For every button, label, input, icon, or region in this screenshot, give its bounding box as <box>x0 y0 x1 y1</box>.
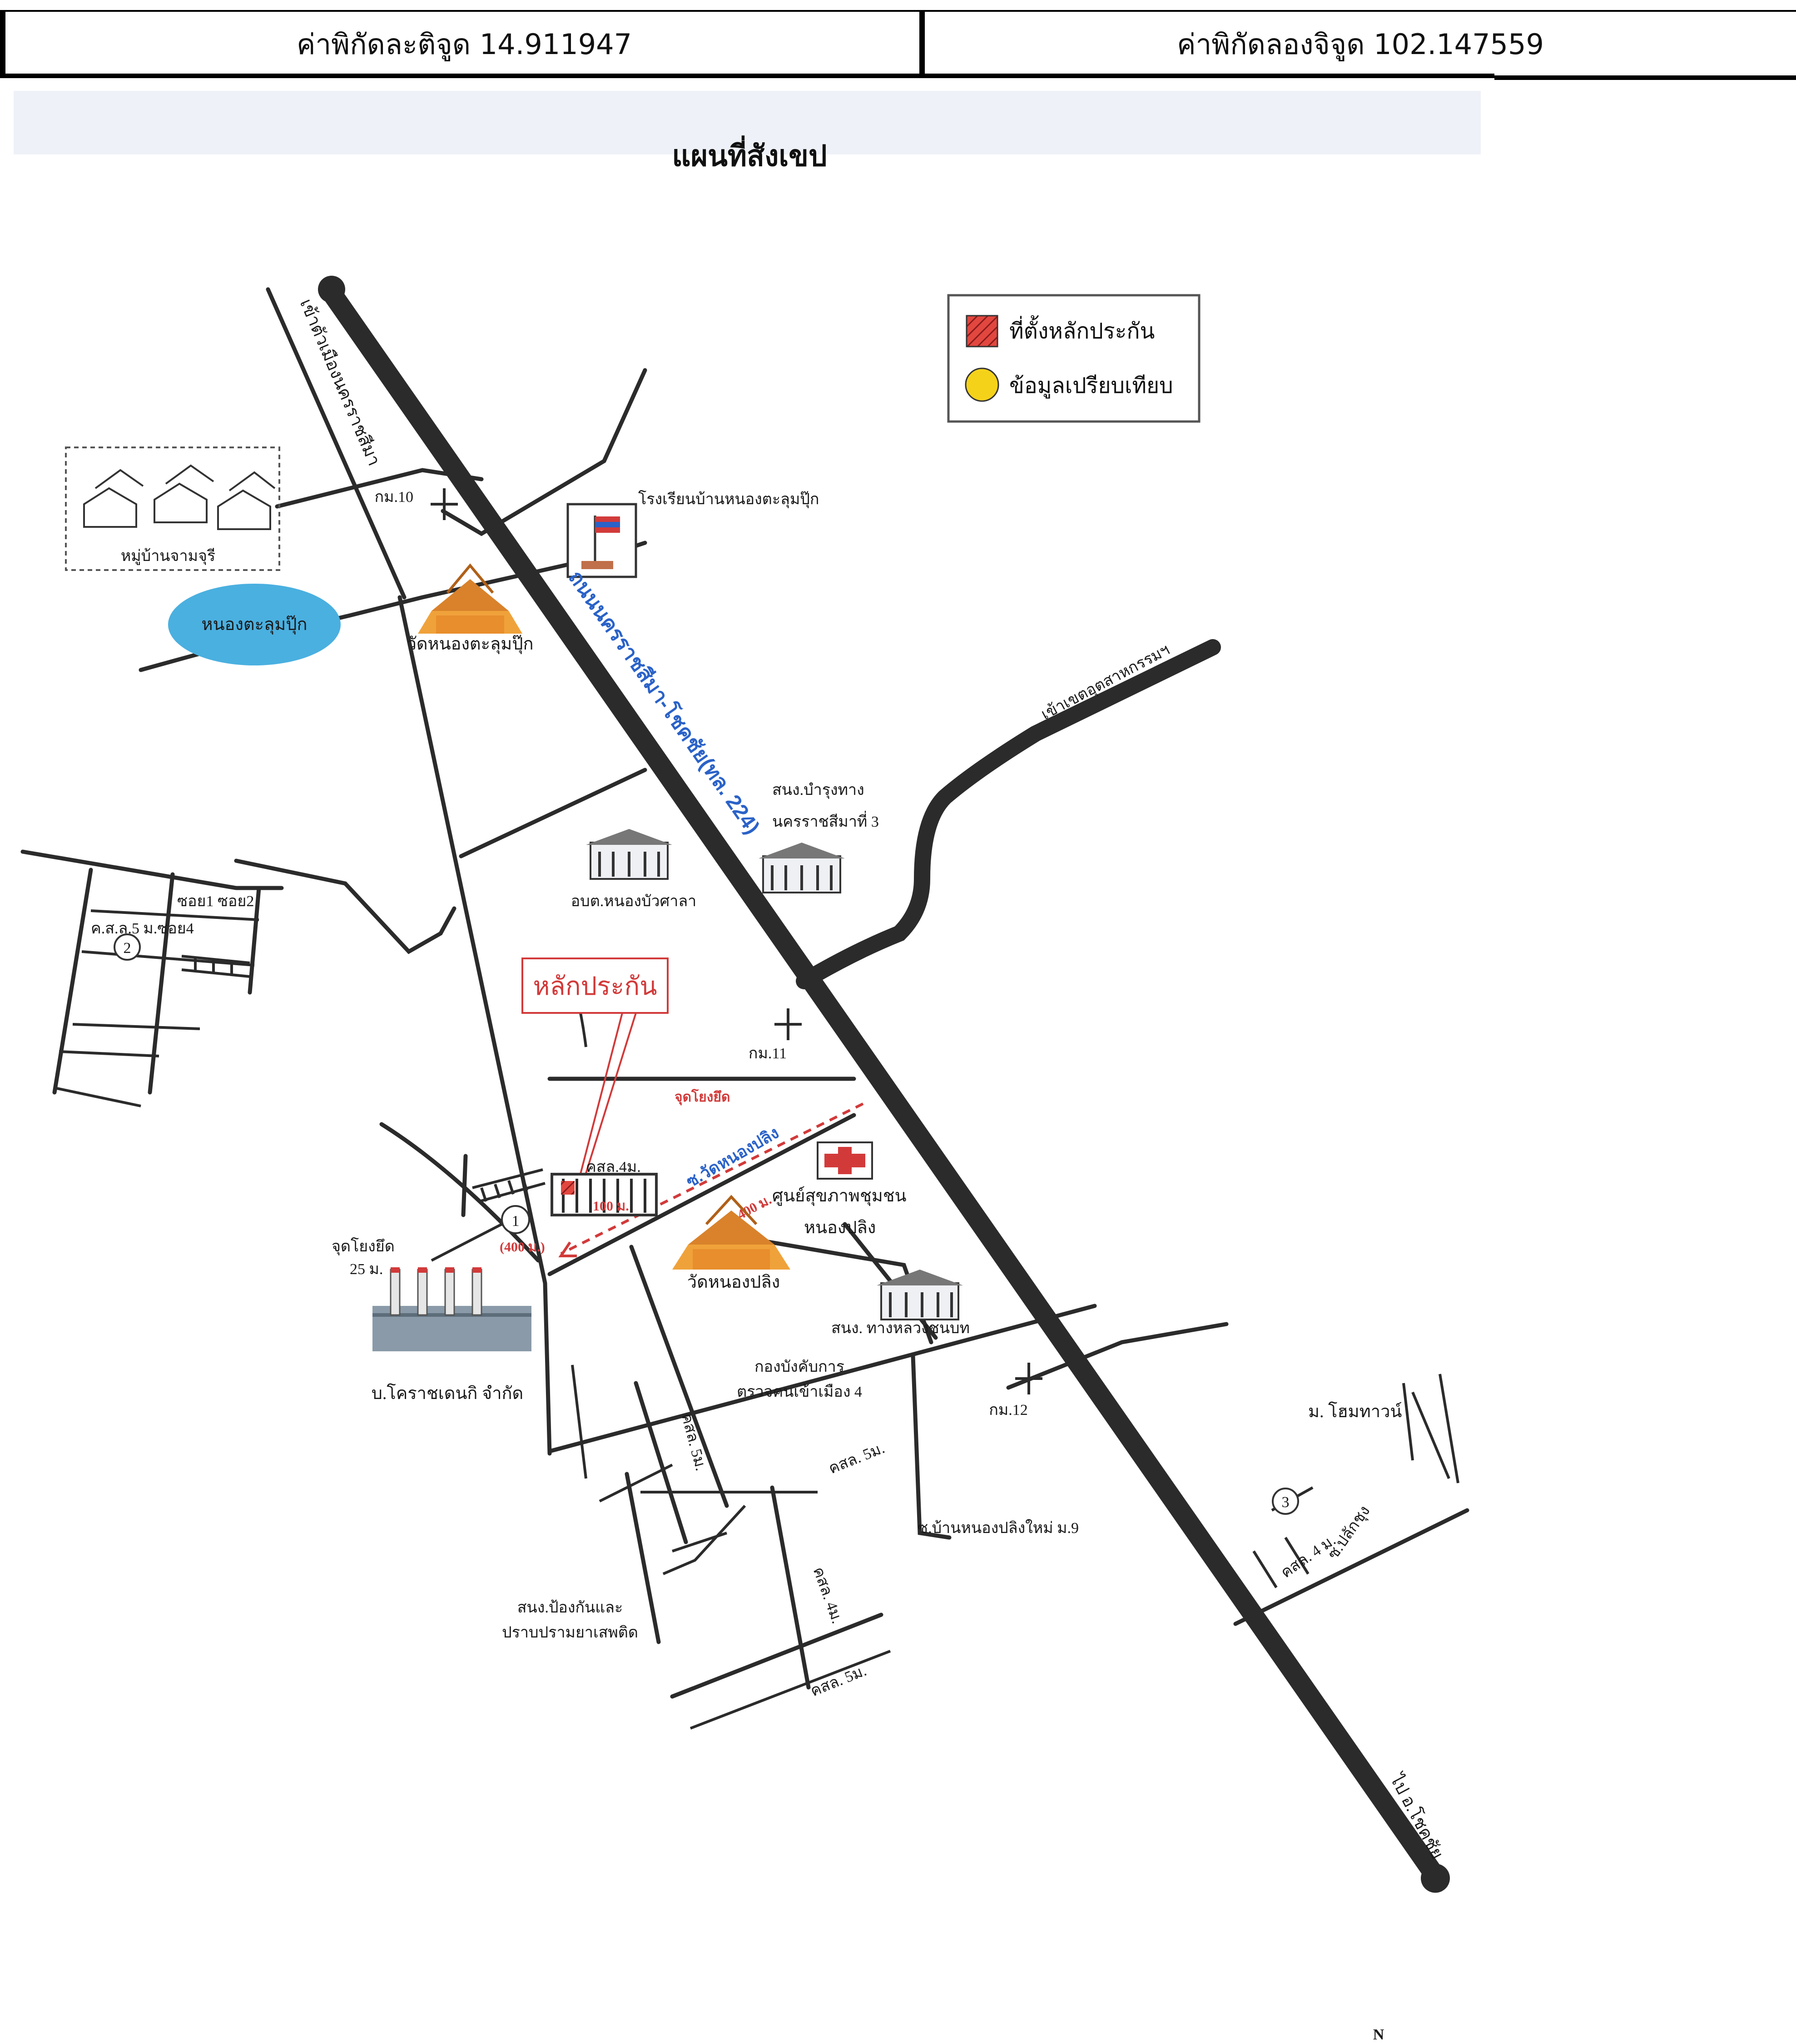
marker-2-label: 2 <box>124 940 131 957</box>
km11-label: กม.11 <box>749 1045 787 1062</box>
health-center-icon <box>817 1141 873 1180</box>
sketch-map: แผนที่สังเขป ที่ตั้งหลักประกัน ข้อมูลเปร… <box>14 91 1481 2043</box>
drug-office-label-1: สนง.ป้องกันและ <box>517 1599 623 1616</box>
house-icon <box>217 471 276 530</box>
km10-label: กม.10 <box>375 489 414 506</box>
school-icon <box>566 503 637 578</box>
temple-icon <box>672 1195 790 1270</box>
pond-shape <box>168 584 341 665</box>
temple-icon <box>418 563 522 634</box>
highway-office-label-1: สนง.บำรุงทาง <box>772 782 864 799</box>
factory-distance-label: 25 ม. <box>350 1261 383 1278</box>
collateral-swatch-icon <box>966 315 998 347</box>
highway-end-top <box>318 276 345 303</box>
latitude-cell: ค่าพิกัดละติจูด 14.911947 <box>296 27 632 61</box>
north-label: N <box>1373 2026 1384 2043</box>
village-label: หมู่บ้านจามจุรี <box>121 548 215 565</box>
map-title: แผนที่สังเขป <box>672 135 827 173</box>
marker-3 <box>1272 1488 1299 1515</box>
main-highway <box>322 283 1445 1886</box>
soi-mu9-label: ซ.บ้านหนองปลิงใหม่ ม.9 <box>918 1519 1079 1537</box>
longitude-cell: ค่าพิกัดลองจิจูด 102.147559 <box>1177 27 1544 61</box>
header-bottom-rule <box>0 74 1494 78</box>
collateral-lot: คสล.4ม. 100 ม. <box>551 1159 658 1216</box>
factory-start-label: จุดโยงยึด <box>332 1237 395 1255</box>
header-bottom-rule-right <box>1494 75 1796 80</box>
village-block: หมู่บ้านจามจุรี <box>65 447 280 571</box>
local-roads <box>20 287 1469 1730</box>
school-label: โรงเรียนบ้านหนองตะลุมปุ๊ก <box>638 490 819 508</box>
health-center-label-1: ศูนย์สุขภาพชุมชน <box>772 1186 907 1206</box>
pond-label: หนองตะลุมปุ๊ก <box>202 615 308 635</box>
gov-office-label: สนง. ทางหลวงชนบท <box>831 1320 970 1337</box>
moo-right-label: ม. โฮมทาวน์ <box>1308 1401 1402 1421</box>
border-office-label-2: ตรวจคนเข้าเมือง 4 <box>737 1384 862 1400</box>
house-icon <box>154 464 214 523</box>
header-top-rule <box>0 10 1796 12</box>
km10-marker: กม.10 <box>375 488 458 520</box>
route-distance-label-2: (400 ม.) <box>500 1240 545 1255</box>
coordinate-header: ค่าพิกัดละติจูด 14.911947 ค่าพิกัดลองจิจ… <box>0 0 1796 80</box>
collateral-callout: หลักประกัน <box>521 958 669 1188</box>
fence-strip <box>181 955 250 978</box>
gov-office-icon <box>877 1270 963 1320</box>
start-point-label: จุดโยงยึด <box>675 1088 730 1106</box>
highway-end-bottom <box>1421 1864 1450 1893</box>
adjacent-lot <box>472 1168 546 1203</box>
km12-label: กม.12 <box>989 1402 1028 1419</box>
marker-1-label: 1 <box>512 1213 520 1230</box>
km11-marker: กม.11 <box>749 1008 802 1062</box>
lot-road-label: คสล.4ม. <box>586 1159 641 1176</box>
marker-3-label: 3 <box>1282 1494 1290 1511</box>
factory-label: บ.โคราชเดนกิ จำกัด <box>372 1383 523 1403</box>
house-icon <box>83 469 144 528</box>
route-dashed-line <box>560 1102 864 1255</box>
border-office-label-1: กองบังคับการ <box>754 1359 844 1375</box>
header-divider-middle <box>919 10 925 78</box>
soi1-soi2-label: ซอย1 ซอย2 <box>177 893 254 910</box>
sao-label: อบต.หนองบัวศาลา <box>571 893 697 910</box>
legend-comparison-label: ข้อมูลเปรียบเทียบ <box>1009 374 1173 399</box>
km12-marker: กม.12 <box>989 1363 1042 1419</box>
comparison-dot-icon <box>965 367 999 402</box>
wat-nongpling-label: วัดหนองปลิง <box>687 1273 780 1292</box>
road-4m-label: คสล. 4ม. <box>809 1565 845 1626</box>
header-divider-left <box>0 10 5 78</box>
road-5m-label-3: คสล. 5ม. <box>808 1662 869 1700</box>
lot-distance-label: 100 ม. <box>593 1199 629 1214</box>
industrial-road <box>796 639 1221 989</box>
highway-label: ถนนนครราชสีมา-โชคชัย(ทล. 224) <box>564 566 765 838</box>
office-building-icon <box>759 843 845 893</box>
marker-1 <box>501 1205 530 1234</box>
highway-office-label-2: นครราชสีมาที่ 3 <box>772 811 879 830</box>
drug-office-label-2: ปราบปรามยาเสพติด <box>502 1624 638 1641</box>
health-center-label-2: หนองปลิง <box>804 1218 876 1237</box>
wat-top-label: วัดหนองตะลุมปุ๊ก <box>407 635 534 654</box>
factory-icon <box>372 1267 531 1351</box>
road-5m-label-2: คสล. 5ม. <box>826 1440 887 1478</box>
soi4-label: ค.ส.ล.5 ม.ซอย4 <box>91 920 194 937</box>
soi-right-label: ซ.ปลักชุง <box>1325 1503 1374 1563</box>
sao-building-icon <box>586 829 672 880</box>
map-legend: ที่ตั้งหลักประกัน ข้อมูลเปรียบเทียบ <box>947 294 1201 423</box>
scan-shade <box>14 91 1481 154</box>
route-arrow-icon <box>558 1241 577 1257</box>
marker-2 <box>114 933 141 961</box>
legend-collateral-label: ที่ตั้งหลักประกัน <box>1009 315 1155 343</box>
collateral-label: หลักประกัน <box>533 972 657 1001</box>
